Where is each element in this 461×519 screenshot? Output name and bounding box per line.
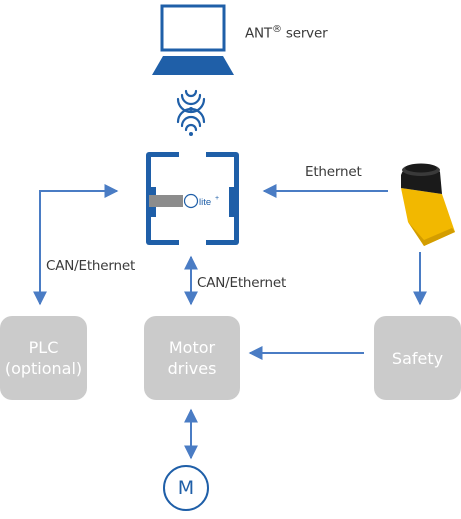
motor-drives-box: Motor drives: [144, 316, 240, 400]
plc-link-arrow: [33, 184, 119, 306]
connectors: [33, 184, 427, 460]
plc-box-line2: (optional): [4, 359, 83, 378]
ethernet-label: Ethernet: [305, 164, 362, 180]
can-ethernet-center-label: CAN/Ethernet: [197, 275, 287, 291]
plc-box: PLC (optional): [0, 316, 87, 400]
controller-device: lite +: [146, 152, 239, 245]
wireless-signal-icon: [176, 89, 206, 136]
plc-box-line1: PLC: [28, 338, 59, 357]
safety-box-label: Safety: [391, 348, 444, 368]
controller-brand-label: lite: [199, 197, 211, 208]
laptop-icon: [152, 4, 234, 75]
can-ethernet-left-label: CAN/Ethernet: [46, 258, 136, 274]
controller-brand-sup: +: [215, 195, 219, 202]
motor-drives-line2: drives: [167, 359, 217, 378]
ant-server-label: ANT® server: [245, 24, 328, 42]
motor-label: M: [177, 477, 195, 499]
safety-scanner-icon: [401, 163, 455, 246]
safety-box: Safety: [374, 316, 461, 400]
motor-drives-line1: Motor: [168, 338, 216, 357]
motor-icon: M: [163, 465, 209, 511]
